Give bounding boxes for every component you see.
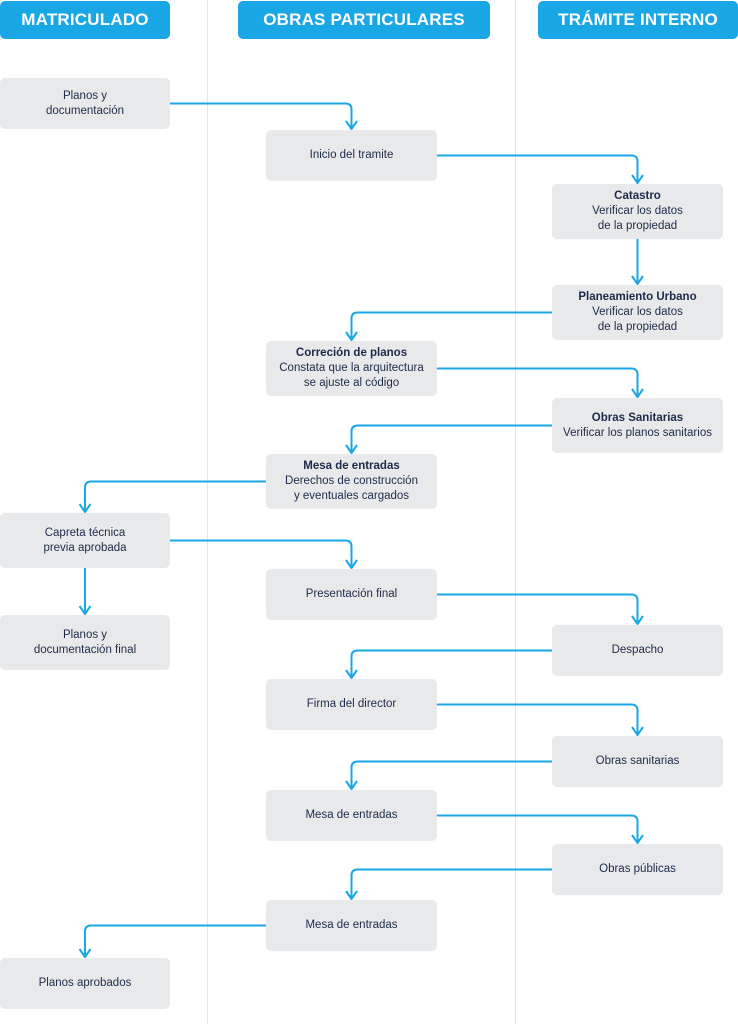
arrow-s11-s12 (350, 649, 552, 677)
step-text: se ajuste al código (303, 377, 400, 389)
arrow-s3-s4-head (631, 275, 644, 285)
step-box-s16: Mesa de entradas (266, 900, 437, 951)
step-box-s12: Firma del director (266, 679, 437, 730)
arrow-s13-s14-head (345, 780, 358, 790)
step-title: Mesa de entradas (303, 460, 400, 472)
step-text: Planos y (62, 89, 108, 102)
step-box-s14: Mesa de entradas (266, 790, 437, 841)
step-text: Verificar los datos (592, 306, 683, 318)
arrow-s2-s3-head (631, 174, 644, 184)
arrow-s16-s17 (84, 924, 266, 956)
step-box-s13: Obras sanitarias (552, 736, 723, 787)
step-text: Firma del director (306, 698, 397, 710)
step-text: Verificar los datos (592, 205, 683, 217)
step-text: previa aprobada (43, 541, 127, 554)
step-box-s15: Obras públicas (552, 844, 723, 895)
step-box-s10: Planos y documentación final (0, 615, 170, 670)
lane-header-obras-particulares: OBRAS PARTICULARES (238, 1, 490, 39)
step-text: Inicio del tramite (309, 149, 394, 161)
step-box-s8: Capreta técnica previa aprobada (0, 513, 170, 568)
step-text: y eventuales cargados (293, 490, 410, 502)
step-text: Verificar los planos sanitarios (563, 426, 712, 439)
arrow-s6-s7-head (345, 444, 358, 454)
step-box-s9: Presentación final (266, 569, 437, 620)
arrow-s15-s16 (350, 868, 552, 898)
arrow-s4-s5 (350, 311, 552, 339)
arrow-s9-s11 (437, 593, 639, 623)
arrow-s1-s2 (170, 102, 353, 128)
arrow-s14-s15-head (631, 834, 644, 844)
arrow-s9-s11-head (631, 615, 644, 625)
step-title: Planeamiento Urbano (578, 291, 697, 303)
arrow-s11-s12-head (345, 669, 358, 679)
arrow-s1-s2-head (345, 120, 358, 130)
step-text: Obras sanitarias (595, 755, 680, 767)
lane-header-matriculado: MATRICULADO (0, 1, 170, 39)
step-text: Mesa de entradas (305, 809, 398, 821)
step-text: Mesa de entradas (305, 919, 398, 931)
step-title: Catastro (614, 190, 661, 202)
step-text: Obras públicas (599, 863, 676, 875)
arrow-s7-s8 (84, 480, 266, 511)
step-text: Despacho (611, 644, 664, 656)
step-text: Capreta técnica (44, 526, 126, 539)
step-box-s2: Inicio del tramite (266, 130, 437, 181)
arrow-s5-s6 (437, 367, 639, 396)
step-text: de la propiedad (597, 220, 678, 232)
step-box-s1: Planos y documentación (0, 78, 170, 129)
step-text: documentación (46, 104, 124, 117)
arrow-s15-s16-head (345, 890, 358, 900)
arrow-s6-s7 (350, 424, 552, 452)
step-title: Obras Sanitarias (591, 411, 684, 424)
lane-divider (515, 0, 516, 1024)
step-text: Derechos de construcción (285, 475, 418, 487)
arrow-s12-s13 (437, 703, 639, 734)
lane-divider (207, 0, 208, 1024)
step-text: Presentación final (305, 588, 398, 600)
arrow-s5-s6-head (631, 388, 644, 398)
step-text: Planos y (62, 628, 108, 641)
arrow-s12-s13-head (631, 726, 644, 736)
arrow-s7-s8-head (78, 503, 92, 513)
arrow-s8-s9-head (345, 559, 358, 569)
arrow-s8-s9 (170, 539, 353, 567)
lane-header-tramite-interno: TRÁMITE INTERNO (538, 1, 738, 39)
step-text: Constata que la arquitectura (279, 362, 424, 374)
arrow-s14-s15 (437, 814, 639, 842)
step-text: documentación final (33, 643, 137, 656)
step-title: Correción de planos (295, 347, 408, 359)
step-box-s11: Despacho (552, 625, 723, 676)
step-text: Planos aprobados (38, 977, 132, 989)
arrow-s16-s17-head (78, 948, 92, 958)
arrow-s8-s10-head (78, 605, 92, 615)
step-box-s17: Planos aprobados (0, 958, 170, 1009)
arrow-s4-s5-head (345, 331, 358, 341)
step-text: de la propiedad (597, 321, 678, 333)
arrow-s13-s14 (350, 760, 552, 788)
arrow-s2-s3 (437, 154, 639, 182)
